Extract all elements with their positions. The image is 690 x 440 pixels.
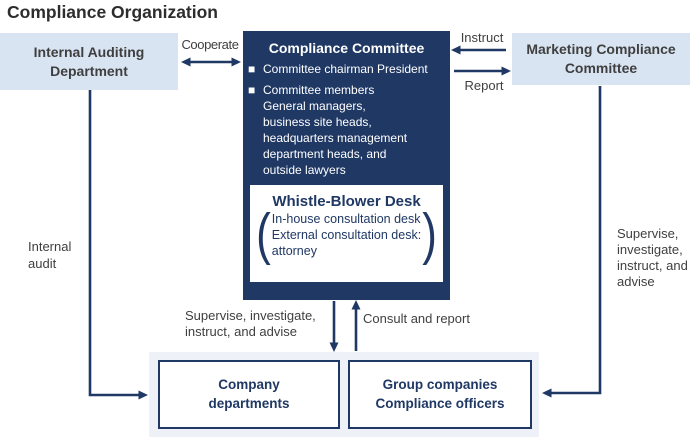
report-label: Report: [464, 78, 504, 93]
committee-chairman-item: ■ Committee chairman President: [243, 61, 450, 77]
bullet-square-icon: ■: [248, 83, 256, 97]
bullet-square-icon: ■: [248, 62, 256, 76]
marketing-committee-box: Marketing Compliance Committee: [512, 33, 690, 85]
instruct-label: Instruct: [460, 30, 504, 45]
whistle-blower-body: In-house consultation desk External cons…: [271, 212, 422, 258]
cooperate-label: Cooperate: [181, 37, 239, 52]
paren-open-glyph: (: [256, 203, 271, 266]
internal-auditing-box: Internal Auditing Department: [0, 33, 178, 90]
supervise-right-arrow: [542, 86, 602, 398]
group-companies-box: Group companies Compliance officers: [348, 360, 532, 429]
supervise-right-label: Supervise, investigate, instruct, and ad…: [617, 226, 688, 289]
whistle-blower-box: Whistle-Blower Desk ( In-house consultat…: [250, 185, 443, 282]
whistle-blower-title: Whistle-Blower Desk: [272, 193, 421, 210]
internal-audit-arrow: [88, 90, 148, 400]
supervise-left-label: Supervise, investigate, instruct, and ad…: [185, 308, 316, 339]
committee-members-item: ■ Committee members General managers, bu…: [243, 82, 450, 178]
paren-close-glyph: ): [422, 203, 437, 266]
committee-members-text: Committee members General managers, busi…: [263, 83, 408, 177]
internal-audit-label: Internal audit: [28, 239, 72, 271]
compliance-committee-title: Compliance Committee: [268, 40, 425, 56]
whistle-blower-detail: ( In-house consultation desk External co…: [250, 204, 443, 265]
consult-report-label: Consult and report: [363, 311, 470, 326]
company-departments-box: Company departments: [158, 360, 340, 429]
committee-chairman-text: Committee chairman President: [263, 62, 428, 76]
page-title: Compliance Organization: [7, 2, 218, 22]
